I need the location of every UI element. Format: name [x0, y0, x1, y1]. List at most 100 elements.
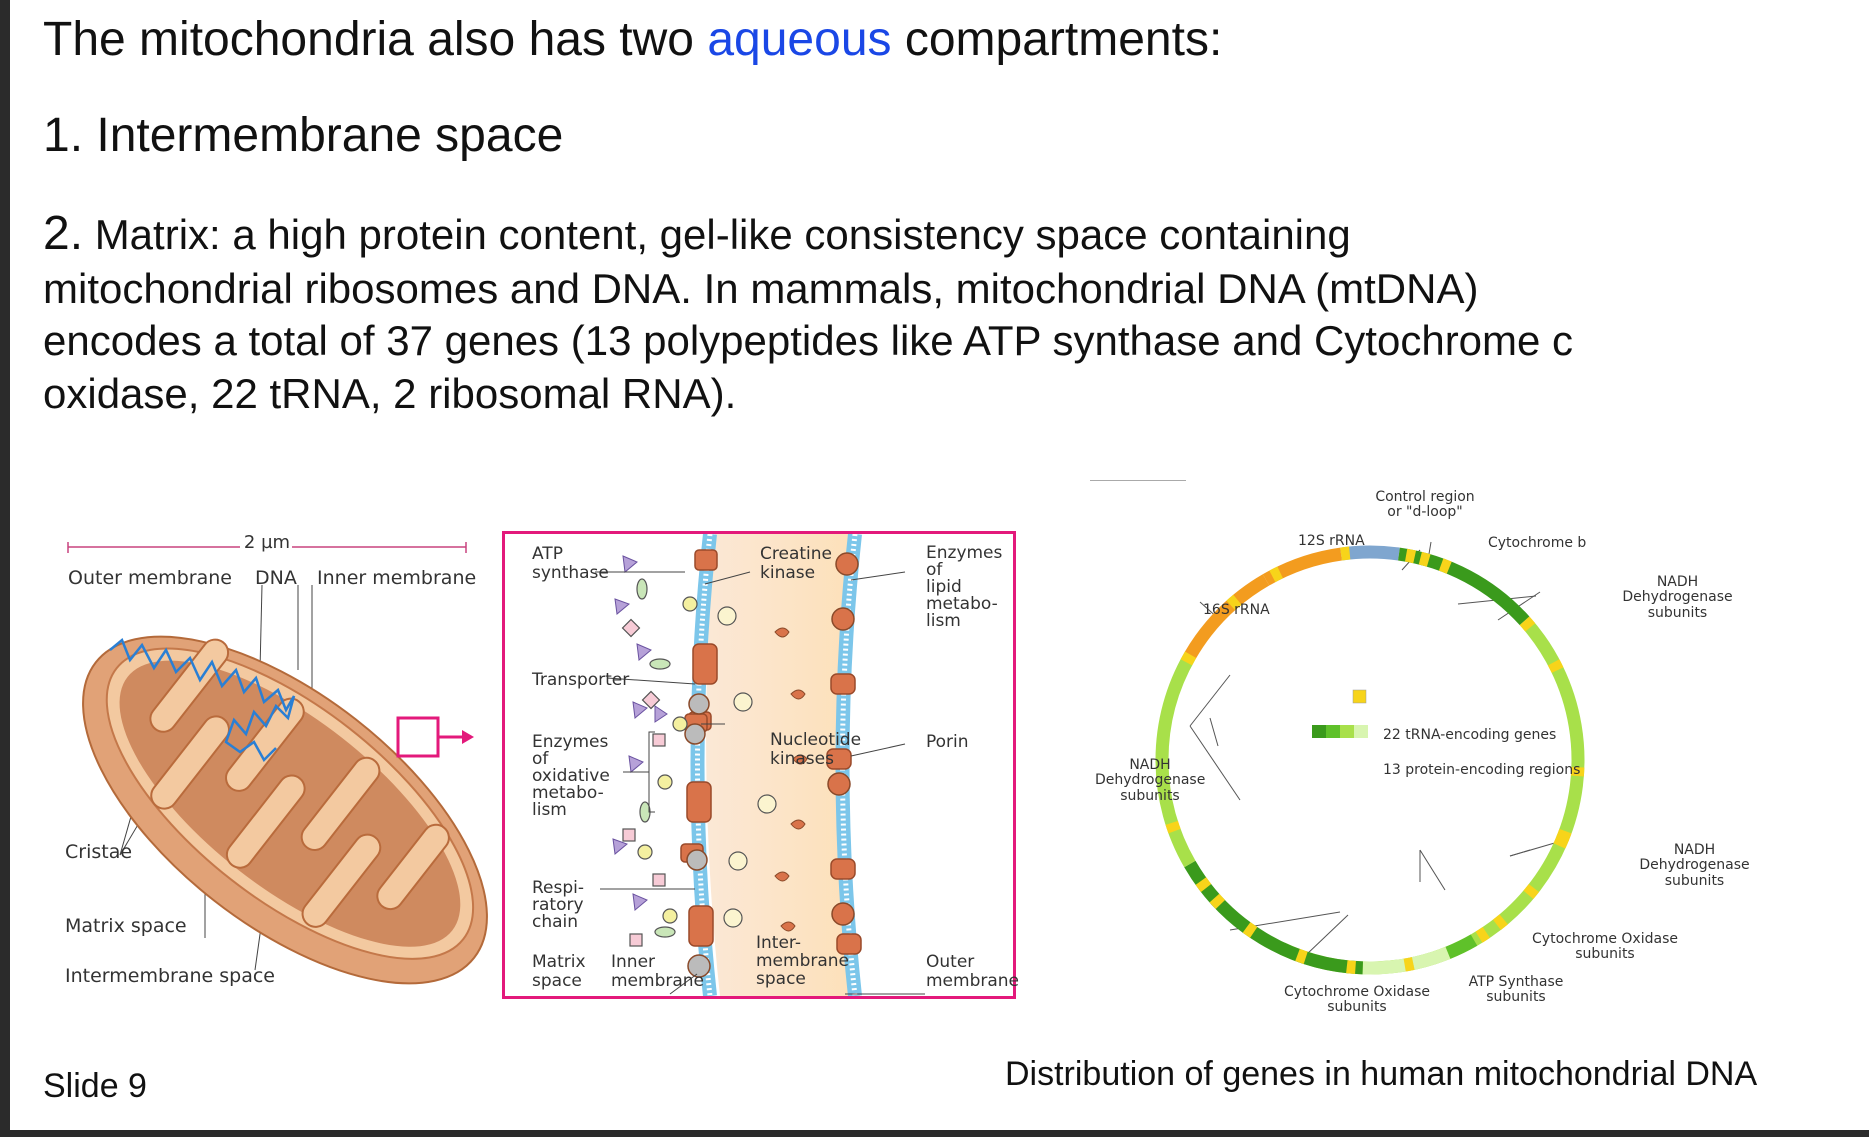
- ring-trna-16: [1209, 893, 1226, 910]
- ring-12s-rrna: [1262, 547, 1343, 586]
- ring-16s-rrna: [1184, 574, 1270, 660]
- label-dna: DNA: [255, 567, 297, 589]
- lipid-line-2: of: [926, 560, 943, 580]
- label-outer-membrane: Outer membrane: [68, 567, 232, 589]
- label-porin: Porin: [926, 732, 969, 752]
- label-control-region: Control region or "d-loop": [1360, 489, 1490, 521]
- ring-trna-14: [1295, 948, 1308, 965]
- ring-trna-3: [1438, 558, 1452, 574]
- ring-nadh-left: [1155, 652, 1196, 868]
- legend-protein-label: 13 protein-encoding regions: [1383, 762, 1581, 778]
- label-cytochrome-b: Cytochrome b: [1488, 535, 1587, 551]
- control-line-2: or "d-loop": [1387, 504, 1463, 521]
- lipid-line-5: lism: [926, 611, 961, 631]
- membrane-zoom-drawing: [595, 534, 925, 996]
- label-zoom-matrix-space: Matrix space: [532, 953, 586, 990]
- nadh-r-line-3: subunits: [1664, 872, 1725, 889]
- zm-line-2: space: [532, 970, 582, 991]
- nadh-tr-line-3: subunits: [1647, 604, 1708, 621]
- cox-b-line-1: Cytochrome Oxidase: [1284, 984, 1430, 1000]
- slide-heading: The mitochondria also has two aqueous co…: [43, 12, 1222, 67]
- resp-line-2: ratory: [532, 895, 584, 915]
- nadh-tr-line-2: Dehydrogenase: [1622, 589, 1733, 606]
- heading-highlight: aqueous: [707, 13, 892, 66]
- mtdna-ring-diagram: [1090, 480, 1585, 975]
- ring-trna-17: [1195, 877, 1212, 893]
- label-cox-bottom: Cytochrome Oxidase subunits: [1282, 984, 1432, 1016]
- label-enzymes-oxidative: Enzymes of oxidative metabo- lism: [532, 734, 610, 819]
- label-nadh-left: NADH Dehydrogenase subunits: [1095, 757, 1206, 804]
- nadh-r-line-2: Dehydrogenase: [1639, 857, 1750, 874]
- slide-number: Slide 9: [43, 1067, 147, 1105]
- ring-atp-synthase: [1411, 946, 1451, 970]
- lipid-line-3: lipid: [926, 577, 962, 597]
- ring-trna-12: [1403, 957, 1415, 972]
- zm-line-1: Matrix: [532, 952, 586, 972]
- zim-line-2: membrane: [756, 950, 850, 971]
- heading-suffix: compartments:: [891, 13, 1223, 66]
- ring-trna-8: [1553, 835, 1569, 849]
- legend-trna-label: 22 tRNA-encoding genes: [1383, 727, 1557, 743]
- label-nucleotide-kinases: Nucleotide kinases: [770, 731, 861, 768]
- ring-cytochrome-b: [1398, 547, 1530, 626]
- ox-line-4: metabo-: [532, 783, 604, 803]
- item-2-line-2: mitochondrial ribosomes and DNA. In mamm…: [43, 265, 1479, 312]
- label-inner-membrane: Inner membrane: [317, 567, 477, 589]
- zi-line-1: Inner: [611, 952, 656, 972]
- label-creatine-kinase: Creatine kinase: [760, 545, 832, 582]
- nadh-l-line-1: NADH: [1129, 757, 1171, 773]
- item-2-line-3: encodes a total of 37 genes (13 polypept…: [43, 317, 1574, 364]
- ring-trna-1: [1404, 548, 1417, 564]
- ring-trna-21: [1269, 566, 1283, 583]
- nucleotide-line-2: kinases: [770, 748, 834, 769]
- item-1: 1. Intermembrane space: [43, 109, 564, 162]
- label-matrix-space: Matrix space: [65, 915, 187, 937]
- ring-trna-19: [1180, 651, 1197, 666]
- atp-s-line-2: subunits: [1486, 989, 1546, 1006]
- lipid-line-4: metabo-: [926, 594, 998, 614]
- label-16s-rrna: 16S rRNA: [1203, 602, 1270, 618]
- ox-line-2: of: [532, 749, 549, 769]
- zo-line-2: membrane: [926, 970, 1020, 991]
- label-12s-rrna: 12S rRNA: [1298, 533, 1365, 549]
- atp-s-line-1: ATP Synthase: [1468, 974, 1564, 990]
- ring-trna-10: [1492, 914, 1508, 930]
- slide: The mitochondria also has two aqueous co…: [10, 0, 1869, 1130]
- ring-trna-2: [1418, 551, 1431, 567]
- heading-prefix: The mitochondria also has two: [43, 13, 708, 66]
- cox-b-line-2: subunits: [1327, 999, 1387, 1016]
- label-intermembrane-space: Intermembrane space: [65, 965, 275, 987]
- zim-line-3: space: [756, 968, 806, 989]
- membrane-zoom-panel: [502, 531, 1016, 999]
- ring-trna-5: [1547, 659, 1564, 673]
- ox-line-5: lism: [532, 800, 567, 820]
- label-atp-synthase: ATP synthase: [532, 545, 609, 582]
- control-line-1: Control region: [1375, 489, 1475, 505]
- ring-nadh-right: [1377, 616, 1585, 975]
- item-2-line-1: 2. Matrix: a high protein content, gel-l…: [43, 206, 1351, 261]
- ring-cox-bottom: [1184, 860, 1363, 975]
- creatine-line-2: kinase: [760, 562, 816, 583]
- nadh-l-line-2: Dehydrogenase: [1095, 772, 1206, 789]
- label-respiratory-chain: Respi- ratory chain: [532, 880, 584, 931]
- ox-line-1: Enzymes: [532, 732, 609, 752]
- resp-line-3: chain: [532, 912, 579, 932]
- atp-line-2: synthase: [532, 562, 609, 583]
- ring-trna-9: [1523, 884, 1540, 900]
- cox-r-line-1: Cytochrome Oxidase: [1532, 931, 1678, 947]
- label-nadh-top-right: NADH Dehydrogenase subunits: [1615, 574, 1740, 621]
- label-cristae: Cristae: [65, 841, 133, 863]
- label-nadh-right: NADH Dehydrogenase subunits: [1632, 842, 1757, 889]
- item-2-line-4: oxidase, 22 tRNA, 2 ribosomal RNA).: [43, 370, 737, 417]
- ring-trna-11: [1475, 927, 1490, 943]
- zo-line-1: Outer: [926, 952, 975, 972]
- nadh-l-line-3: subunits: [1120, 787, 1180, 804]
- figure-caption: Distribution of genes in human mitochond…: [1005, 1055, 1758, 1093]
- nadh-r-line-1: NADH: [1673, 842, 1716, 858]
- lipid-line-1: Enzymes: [926, 543, 1003, 563]
- zi-line-2: membrane: [611, 970, 705, 991]
- label-zoom-outer-membrane: Outer membrane: [926, 953, 1019, 990]
- zim-line-1: Inter-: [756, 933, 801, 953]
- ring-trna-4: [1519, 616, 1536, 632]
- label-zoom-inner-membrane: Inner membrane: [611, 953, 704, 990]
